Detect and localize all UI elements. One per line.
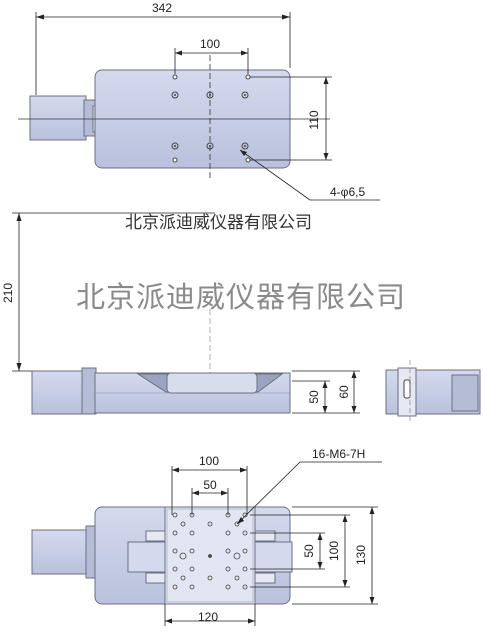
end-flange [451,374,479,412]
dim-bottom-120 [164,604,256,626]
dim-210 [12,212,215,372]
label-bottom-v50: 50 [302,544,316,558]
label-342: 342 [152,1,172,15]
dimension-labels: 342 100 110 4-φ6,5 210 50 60 100 50 16-M… [1,1,368,624]
watermark-large: 北京派迪威仪器有限公司 [76,280,407,314]
label-side-50: 50 [307,390,321,404]
bottom-motor [31,529,89,575]
side-motor-flange [81,367,97,415]
end-connector-pins [403,379,411,399]
side-motor [31,370,85,415]
label-thread: 16-M6-7H [312,447,365,461]
dim-bottom-v50 [250,532,325,570]
top-holes [171,74,251,163]
leader-top-holes [239,149,380,201]
dim-top-110 [250,76,332,161]
bottom-view [31,461,382,626]
rail-right [254,541,293,573]
dim-bottom-50 [191,488,229,515]
dim-side-60 [292,370,360,413]
label-bottom-50: 50 [203,478,217,492]
dim-bottom-100 [171,466,248,515]
watermark-small: 北京派迪威仪器有限公司 [125,213,312,233]
label-bottom-v100: 100 [327,541,341,561]
label-side-60: 60 [337,385,351,399]
dim-top-100 [174,48,249,74]
label-top-holes: 4-φ6,5 [330,185,365,199]
side-carriage-plate [166,372,258,394]
label-top-100: 100 [200,37,220,51]
label-bottom-120: 120 [198,610,218,624]
label-bottom-v130: 130 [354,545,368,565]
top-view [18,12,380,201]
dim-side-50 [292,380,360,414]
end-view [385,360,481,422]
label-bottom-100: 100 [199,454,219,468]
label-210: 210 [1,283,15,303]
rail-left [127,541,166,573]
label-top-110: 110 [307,110,321,129]
motor-body [29,95,87,141]
dim-bottom-v100 [250,514,350,588]
leader-thread [236,461,382,525]
dim-342 [35,12,291,95]
side-view [12,212,360,415]
dim-bottom-v130 [292,506,378,605]
